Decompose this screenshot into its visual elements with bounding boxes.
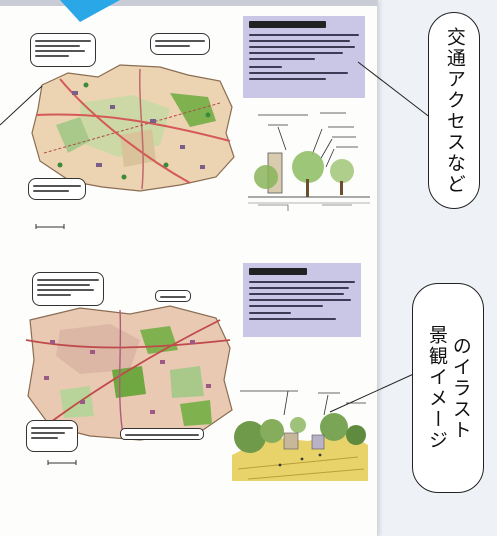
landscape-illustration-label-line1: 景観イメージ bbox=[426, 325, 448, 451]
landscape-illustration-callout: 景観イメージ のイラスト bbox=[412, 283, 484, 493]
traffic-access-label: 交通アクセスなど bbox=[443, 26, 466, 195]
upper-map-scale-bar bbox=[35, 224, 65, 229]
page-top-strip bbox=[0, 0, 377, 6]
lower-district-map bbox=[25, 305, 233, 441]
lower-map-callout-s bbox=[120, 428, 204, 440]
landscape-illustration-label-line2: のイラスト bbox=[449, 335, 472, 441]
document-page bbox=[0, 0, 378, 536]
lower-map-callout-sw bbox=[26, 420, 78, 452]
lower-map-callout-nw bbox=[32, 272, 104, 306]
upper-map-callout-nw bbox=[30, 33, 96, 67]
traffic-access-callout: 交通アクセスなど bbox=[428, 12, 480, 209]
traffic-info-panel bbox=[243, 16, 365, 98]
landscape-info-panel bbox=[243, 263, 361, 337]
upper-map-callout-sw bbox=[28, 178, 86, 200]
landscape-illustration-sketch bbox=[232, 390, 368, 481]
lower-map-scale-bar bbox=[47, 460, 77, 465]
blue-arrow-icon bbox=[60, 0, 120, 22]
upper-district-map bbox=[31, 64, 235, 192]
upper-map-callout-ne bbox=[150, 33, 210, 55]
lower-map-callout-n bbox=[155, 290, 191, 302]
upper-street-sketch bbox=[248, 112, 370, 211]
